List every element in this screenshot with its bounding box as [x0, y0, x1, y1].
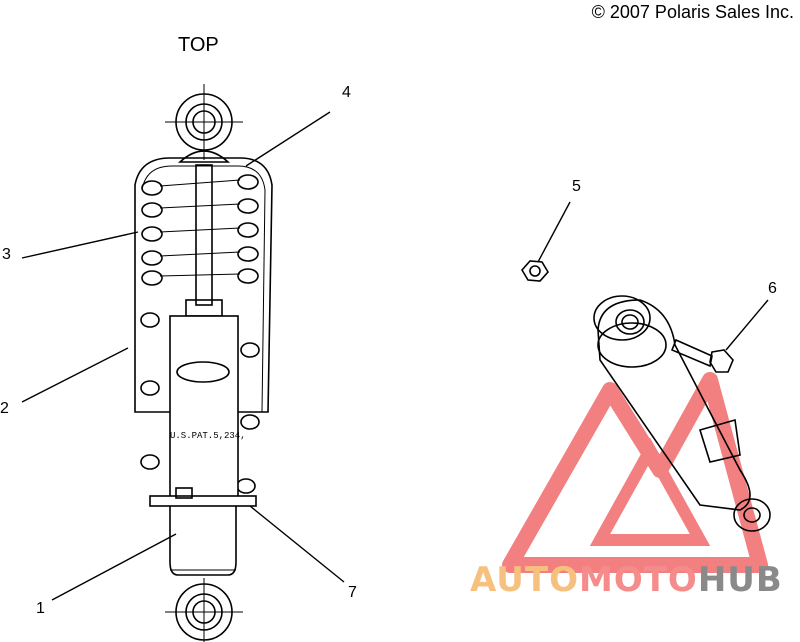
- callout-1: 1: [36, 600, 45, 617]
- callout-2: 2: [0, 400, 9, 417]
- watermark-text: AUTOMOTOHUB: [470, 560, 783, 600]
- spring-coils: [140, 174, 260, 494]
- main-shock-assembly: [134, 84, 273, 642]
- callout-3: 3: [2, 246, 11, 263]
- bolt-part: [670, 338, 734, 373]
- coil-shroud: [134, 157, 273, 413]
- callout-5: 5: [572, 178, 581, 195]
- orientation-label: TOP: [178, 34, 219, 56]
- piston-rod: [195, 164, 213, 306]
- callout-7: 7: [348, 584, 357, 601]
- watermark-moto: MOTO: [578, 560, 698, 600]
- watermark-logo: [502, 372, 768, 573]
- copyright-text: © 2007 Polaris Sales Inc.: [591, 2, 794, 22]
- watermark-hub: HUB: [697, 560, 783, 600]
- nut-part: [521, 260, 549, 282]
- callout-6: 6: [768, 280, 777, 297]
- patent-text: U.S.PAT.5,234,: [170, 431, 246, 441]
- leader-lines: [21, 111, 769, 601]
- spring-collar: [149, 495, 257, 507]
- damper-body: [169, 315, 239, 499]
- watermark-auto: AUTO: [470, 560, 579, 600]
- callout-4: 4: [342, 84, 351, 101]
- secondary-shock-assembly: [593, 295, 771, 532]
